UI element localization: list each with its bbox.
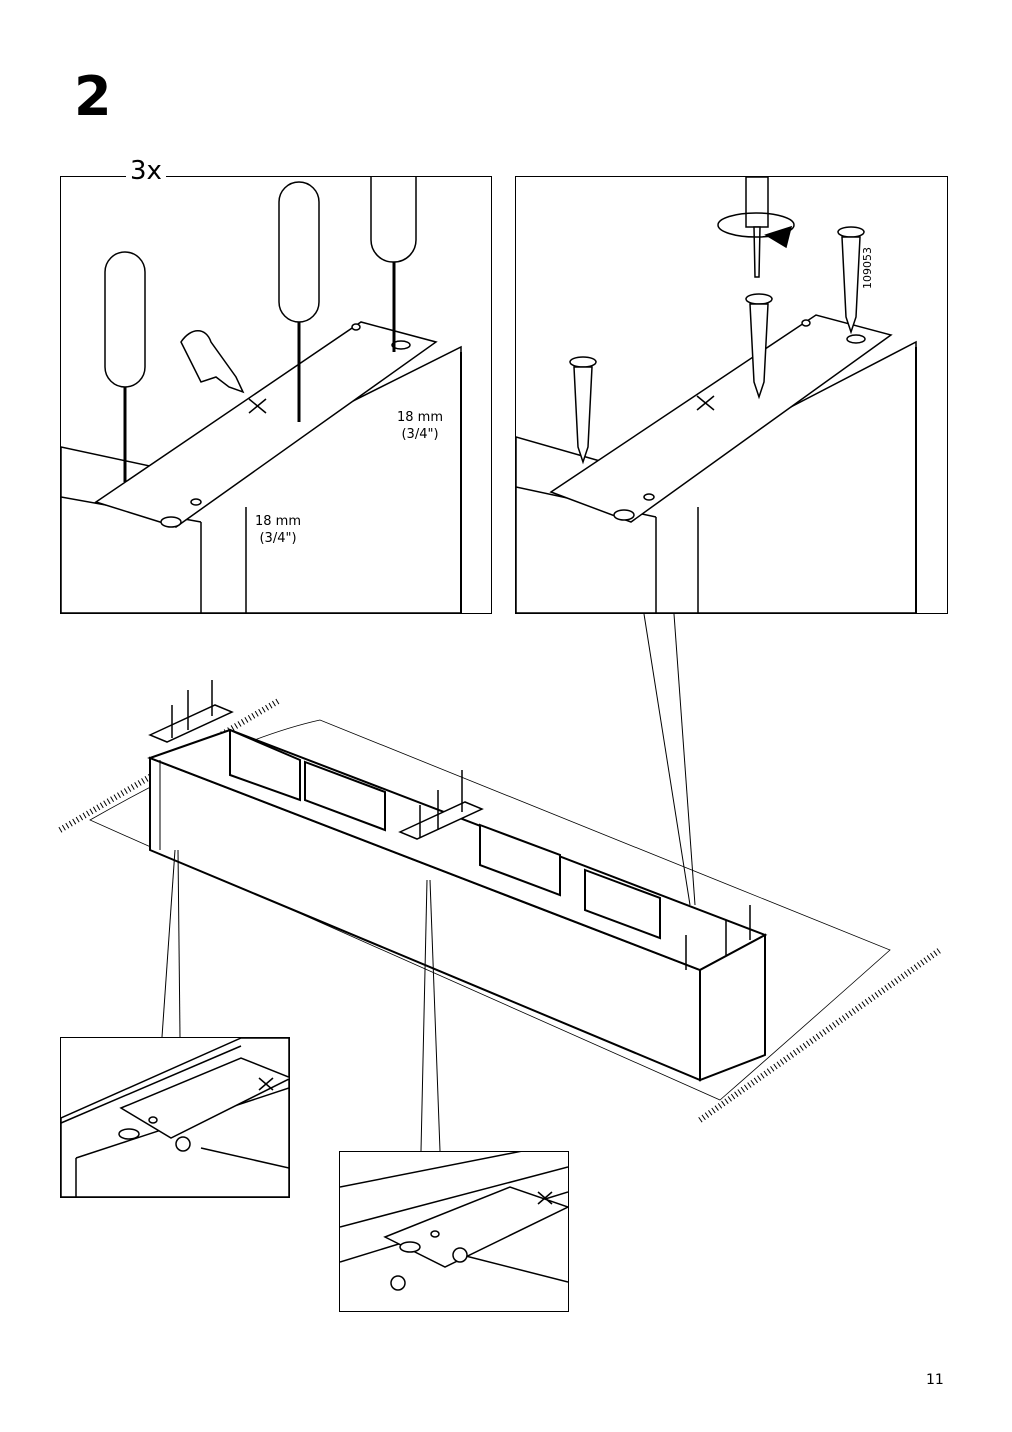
overview-screws: [148, 680, 751, 970]
shelf-dividers: [229, 728, 661, 940]
connector-plate: [119, 1057, 289, 1139]
page-number: 11: [926, 1372, 944, 1388]
callout-lines: [161, 613, 696, 1152]
shelf-unit: [147, 728, 768, 1082]
detail-panel-left: 18 mm (3/4") 18 mm (3/4"): [60, 176, 492, 614]
dimension-top: 18 mm (3/4"): [397, 410, 444, 442]
connector-plate: [549, 314, 893, 523]
screw-code: 109053: [861, 247, 874, 289]
connector-plate: [383, 1186, 568, 1268]
connector-plate: [94, 321, 438, 528]
hand-pointer-icon: [180, 330, 245, 394]
dimension-bottom: 18 mm (3/4"): [255, 514, 302, 546]
detail-panel-bottom-left: [60, 1037, 290, 1198]
step-number: 2: [74, 65, 112, 128]
detail-panel-bottom-middle: [339, 1151, 569, 1312]
detail-panel-right: 109053: [515, 176, 948, 614]
screw-icons: [569, 177, 865, 465]
rotate-arrow-icon: [717, 212, 795, 249]
screwdriver-icons: [104, 177, 417, 482]
quantity-label: 3x: [126, 158, 166, 184]
